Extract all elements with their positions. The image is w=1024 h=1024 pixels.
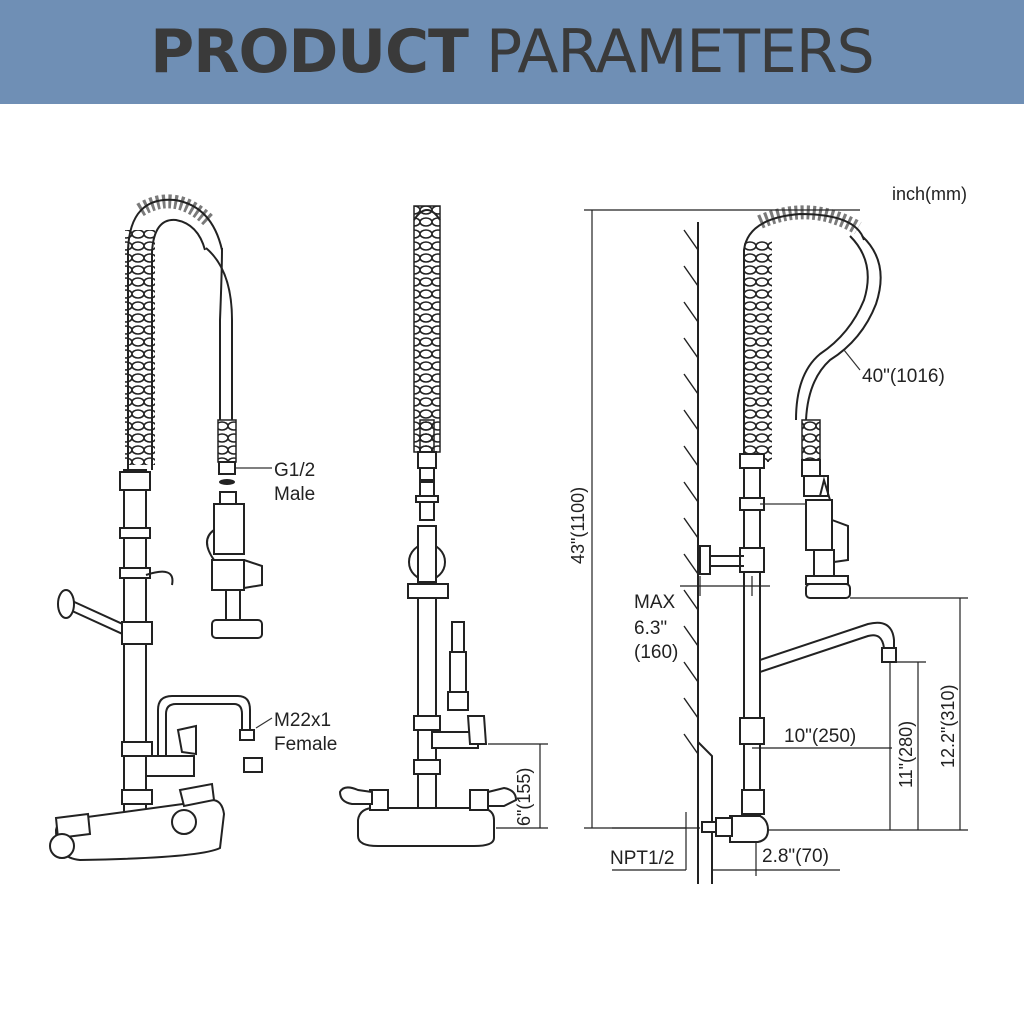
inlet-label-1: G1/2 <box>274 460 315 481</box>
technical-drawing: G1/2 Male M22x1 Female <box>49 184 968 884</box>
wall-hatching <box>683 229 699 755</box>
title-bold: PRODUCT <box>150 17 469 87</box>
max-offset-label-3: (160) <box>634 642 678 663</box>
spout-length-label: 10"(250) <box>784 726 856 747</box>
inlet-height-label: 6"(155) <box>514 768 534 826</box>
spout-height-label: 11"(280) <box>896 721 916 788</box>
left-view: G1/2 Male M22x1 Female <box>49 194 337 862</box>
hatch-mark <box>683 337 699 359</box>
outlet-label-1: M22x1 <box>274 710 331 731</box>
hatch-mark <box>683 733 699 755</box>
hatch-mark <box>683 625 699 647</box>
title-light: PARAMETERS <box>485 17 875 87</box>
head-height-label: 12.2"(310) <box>938 685 958 768</box>
inlet-label-2: Male <box>274 484 315 505</box>
hatch-mark <box>683 409 699 431</box>
hatch-mark <box>683 229 699 251</box>
units-label: inch(mm) <box>892 184 967 204</box>
hose-length-label: 40"(1016) <box>862 366 945 387</box>
hatch-mark <box>683 553 699 575</box>
side-view: inch(mm) 43"(1100) 40"(1016) <box>568 184 968 884</box>
hatch-mark <box>683 661 699 683</box>
front-view: 6"(155) <box>338 205 548 847</box>
hatch-mark <box>683 481 699 503</box>
hatch-mark <box>683 373 699 395</box>
max-offset-label-1: MAX <box>634 592 676 613</box>
thread-label: NPT1/2 <box>610 848 674 869</box>
hatch-mark <box>683 589 699 611</box>
hatch-mark <box>683 301 699 323</box>
hatch-mark <box>683 445 699 467</box>
outlet-label-2: Female <box>274 734 337 755</box>
hatch-mark <box>683 697 699 719</box>
wall-offset-label: 2.8"(70) <box>762 846 829 867</box>
hatch-mark <box>683 265 699 287</box>
total-height-label: 43"(1100) <box>568 487 588 564</box>
hatch-mark <box>683 517 699 539</box>
max-offset-label-2: 6.3" <box>634 618 667 639</box>
